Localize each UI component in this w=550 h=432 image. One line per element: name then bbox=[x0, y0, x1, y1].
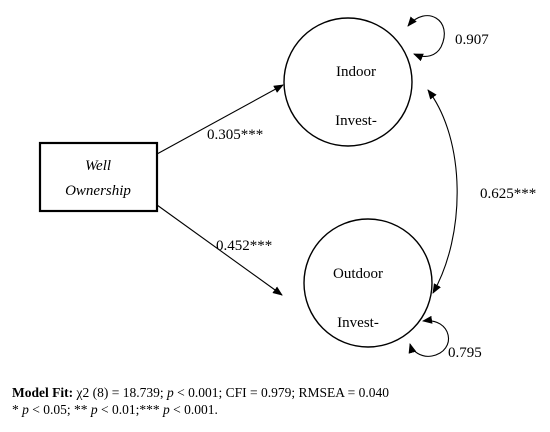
residual-variance-outdoor: 0.795 bbox=[448, 345, 482, 361]
latent-outdoor-label-line1: Outdoor bbox=[333, 266, 383, 282]
latent-indoor-label-line2: Invest- bbox=[335, 113, 377, 129]
latent-indoor-label-line1: Indoor bbox=[336, 64, 376, 80]
residual-variance-indoor: 0.907 bbox=[455, 32, 489, 48]
model-fit-label: Model Fit: bbox=[12, 385, 74, 400]
significance-legend: * p < 0.05; ** p < 0.01;*** p < 0.001. bbox=[12, 401, 542, 418]
observed-variable-label-line1: Well bbox=[85, 158, 111, 174]
fit-indices-text: < 0.001; CFI = 0.979; RMSEA = 0.040 bbox=[173, 385, 389, 400]
sig-05-text: < 0.05; bbox=[28, 402, 74, 417]
sig-05-stars: * bbox=[12, 402, 23, 417]
covariance-coefficient: 0.625*** bbox=[480, 186, 536, 202]
sig-001-text: < 0.001. bbox=[169, 402, 218, 417]
residual-loop-outdoor bbox=[408, 315, 449, 357]
sig-001-stars: *** bbox=[139, 402, 163, 417]
observed-variable-box bbox=[38, 141, 159, 213]
covariance-arrow bbox=[427, 89, 458, 294]
chi-square-text: χ2 (8) = 18.739; bbox=[73, 385, 167, 400]
path-arrow-to-outdoor bbox=[156, 204, 283, 296]
path-arrow-to-indoor bbox=[156, 84, 284, 155]
sig-01-stars: ** bbox=[74, 402, 91, 417]
residual-loop-indoor bbox=[407, 15, 445, 62]
sig-01-text: < 0.01; bbox=[97, 402, 140, 417]
model-fit-line: Model Fit: χ2 (8) = 18.739; p < 0.001; C… bbox=[12, 384, 542, 401]
model-fit-footer: Model Fit: χ2 (8) = 18.739; p < 0.001; C… bbox=[12, 384, 542, 418]
path-coefficient-indoor: 0.305*** bbox=[207, 127, 263, 143]
latent-outdoor-label-line2: Invest- bbox=[337, 315, 379, 331]
p-symbol: p bbox=[22, 402, 29, 417]
path-coefficient-outdoor: 0.452*** bbox=[216, 238, 272, 254]
p-symbol: p bbox=[90, 402, 98, 417]
p-symbol: p bbox=[166, 385, 174, 400]
latent-indoor-circle bbox=[283, 17, 413, 147]
p-symbol: p bbox=[163, 402, 170, 417]
observed-variable-label-line2: Ownership bbox=[65, 183, 131, 199]
sem-path-diagram: Well Ownership Indoor Invest- Outdoor In… bbox=[38, 15, 536, 361]
